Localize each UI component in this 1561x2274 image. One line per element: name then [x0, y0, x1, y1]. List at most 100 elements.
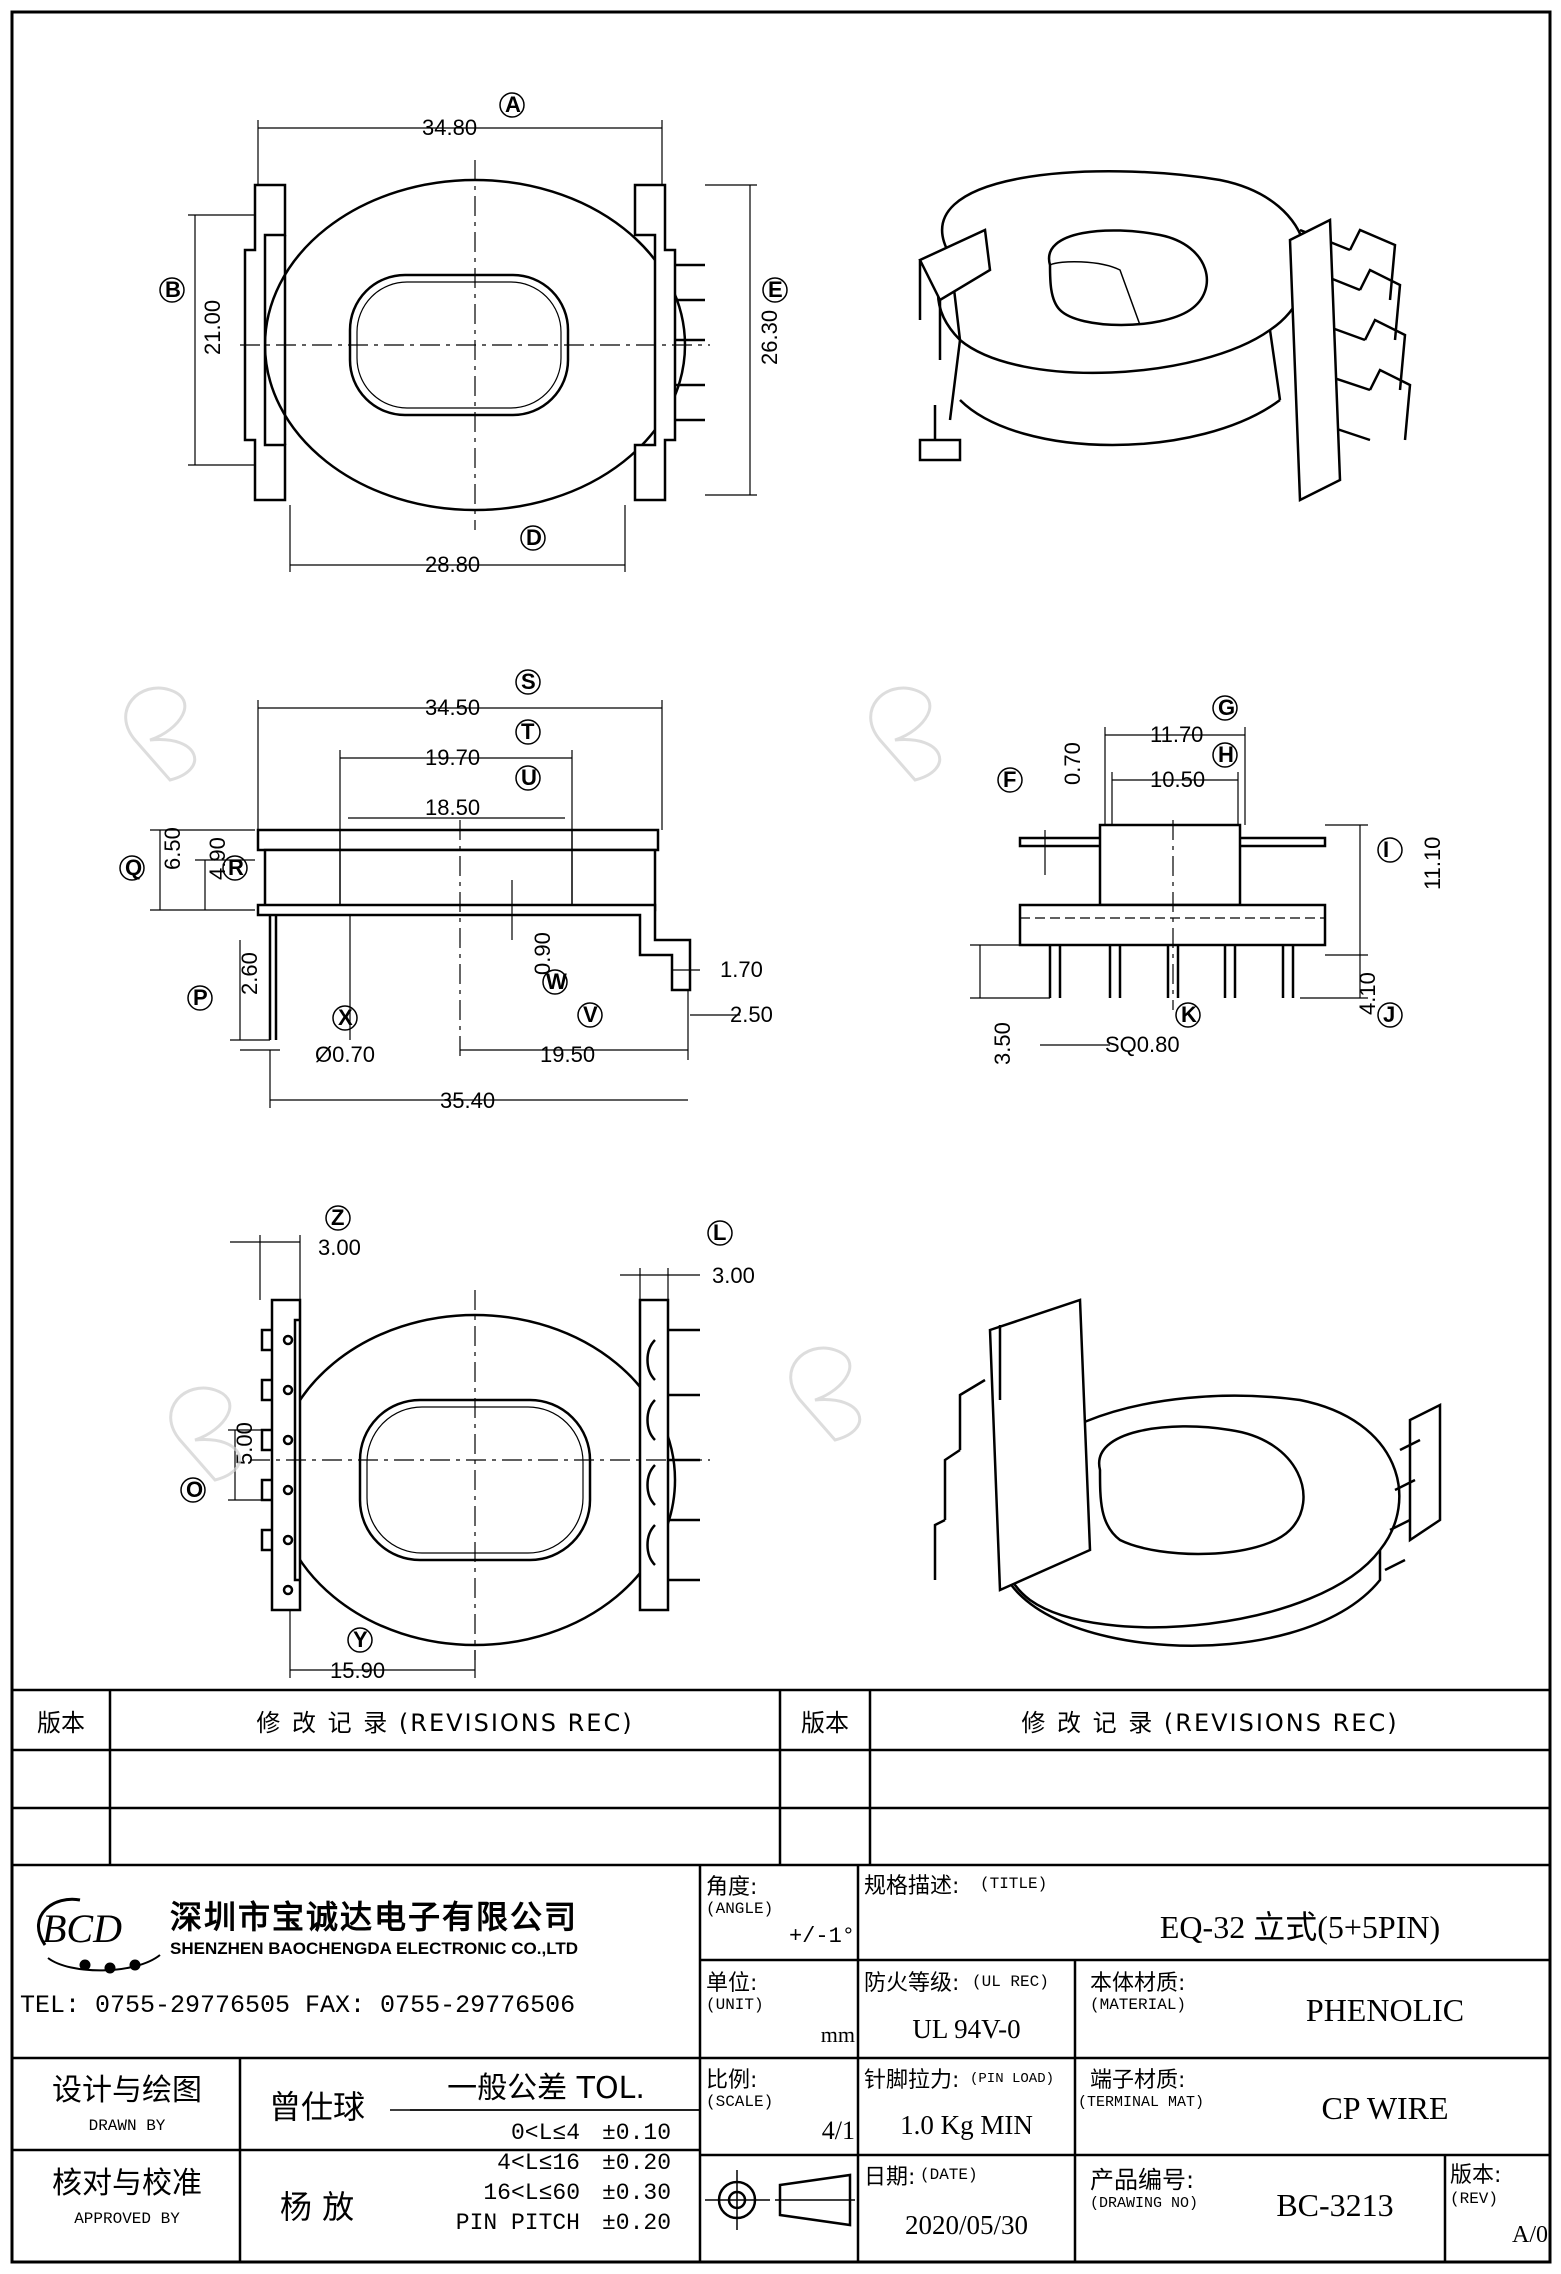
checker-label-en: APPROVED BY: [74, 2210, 180, 2228]
letter-d: D: [526, 525, 542, 550]
company-name-cn: 深圳市宝诚达电子有限公司: [170, 1898, 579, 1936]
date-value: 2020/05/30: [904, 2209, 1028, 2240]
bottom-view: [250, 1290, 710, 1660]
rev-right-head: 版本: [801, 1708, 849, 1737]
tol-row: 4<L≤16±0.20: [395, 2148, 695, 2178]
angle-label: 角度:: [706, 1875, 758, 1900]
scale-label: 比例:: [706, 2068, 758, 2093]
letter-j: J: [1383, 1002, 1395, 1027]
checker-label: 核对与校准: [52, 2166, 202, 2201]
letter-g: G: [1218, 695, 1235, 720]
dim-letter-markers-1: [159, 92, 788, 551]
top-view: [240, 160, 710, 530]
sheet-border: [10, 10, 1552, 2264]
letter-h: H: [1218, 742, 1234, 767]
tol-range: 4<L≤16: [497, 2150, 580, 2176]
tol-row: PIN PITCH ±0.20: [395, 2208, 695, 2238]
designer-name: 曾仕球: [268, 2088, 365, 2126]
iso-view-bottom: [933, 1298, 1442, 1647]
designer-label: 设计与绘图: [52, 2073, 202, 2108]
letter-r: R: [228, 855, 244, 880]
drawno-value: BC-3213: [1276, 2186, 1394, 2223]
front-view-dims: [150, 700, 740, 1108]
letter-t: T: [521, 719, 535, 744]
dim-h-value: 10.50: [1150, 767, 1205, 792]
rev-label-en: (REV): [1450, 2190, 1499, 2208]
dim-l-value: 3.00: [712, 1263, 755, 1288]
letter-e: E: [768, 277, 783, 302]
angle-value: +/-1°: [788, 1923, 855, 1949]
pinload-value: 1.0 Kg MIN: [900, 2109, 1033, 2140]
letter-b: B: [165, 277, 181, 302]
rev-left-title: 修 改 记 录 (REVISIONS REC): [256, 1708, 634, 1737]
dim-t-value: 19.70: [425, 745, 480, 770]
title-label: 规格描述:: [864, 1874, 960, 1899]
title-label-en: (TITLE): [980, 1875, 1048, 1893]
dim-g-value: 11.70: [1150, 722, 1203, 747]
letter-q: Q: [125, 855, 142, 880]
letter-v: V: [583, 1002, 598, 1027]
rev-label: 版本:: [1450, 2163, 1502, 2188]
title-value: EQ-32 立式(5+5PIN): [1159, 1909, 1441, 1945]
dim-pinlen-value: 1.70: [720, 957, 763, 982]
rev-value: A/0: [1512, 2221, 1548, 2248]
dim-u-value: 18.50: [425, 795, 480, 820]
dim-a-value: 34.80: [422, 115, 477, 140]
letter-f: F: [1003, 767, 1016, 792]
unit-label-en: (UNIT): [706, 1996, 764, 2014]
dim-q-value: 6.50: [160, 827, 185, 870]
dim-e-value: 26.30: [757, 310, 782, 365]
side-view: [1018, 820, 1327, 1010]
terminal-value: CP WIRE: [1321, 2089, 1449, 2126]
dim-letter-markers-3: [997, 695, 1403, 1028]
dim-j-value: 4.10: [1355, 972, 1380, 1015]
side-view-dims: [970, 727, 1368, 1046]
dim-o-value: 5.00: [232, 1422, 257, 1465]
letter-a: A: [505, 92, 521, 117]
dim-v-value: 19.50: [540, 1042, 595, 1067]
date-label-en: (DATE): [920, 2166, 978, 2184]
ul-label-en: (UL REC): [972, 1973, 1049, 1991]
tol-value: ±0.20: [602, 2210, 672, 2236]
designer-label-en: DRAWN BY: [88, 2117, 166, 2135]
dim-pinoff-value: 2.50: [730, 1002, 773, 1027]
letter-x: X: [338, 1005, 353, 1030]
letter-s: S: [521, 669, 536, 694]
company-logo: [37, 1897, 161, 1974]
company-contact: TEL: 0755-29776505 FAX: 0755-29776506: [20, 1990, 576, 2020]
bottom-view-dims: [228, 1235, 700, 1678]
letter-w: W: [546, 969, 567, 994]
rev-right-title: 修 改 记 录 (REVISIONS REC): [1021, 1708, 1399, 1737]
dim-d-value: 28.80: [425, 552, 480, 577]
tol-range: PIN PITCH: [455, 2210, 580, 2236]
dim-k-value: SQ0.80: [1105, 1032, 1180, 1057]
tol-table: 0<L≤4±0.10 4<L≤16±0.20 16<L≤60±0.30 PIN …: [395, 2118, 695, 2238]
dim-letter-markers-2: [119, 669, 603, 1031]
logo-text: BCD: [42, 1906, 122, 1951]
material-value: PHENOLIC: [1305, 1991, 1465, 2028]
title-block-grid: [12, 1688, 1550, 2262]
dim-letter-markers-4: [180, 1205, 733, 1653]
scale-label-en: (SCALE): [706, 2093, 774, 2111]
dim-b-value: 21.00: [200, 300, 225, 355]
projection-symbol: [705, 2170, 855, 2230]
tol-row: 16<L≤60±0.30: [395, 2178, 695, 2208]
tol-row: 0<L≤4±0.10: [395, 2118, 695, 2148]
date-label: 日期:: [864, 2165, 916, 2190]
dim-y-value: 15.90: [330, 1658, 385, 1683]
pinload-label-en: (PIN LOAD): [970, 2071, 1055, 2087]
letter-p: P: [193, 985, 208, 1010]
letter-o: O: [186, 1477, 203, 1502]
dim-lead-value: 3.50: [990, 1022, 1015, 1065]
letter-y: Y: [353, 1627, 368, 1652]
top-view-dims: [188, 120, 757, 572]
tol-value: ±0.10: [602, 2120, 672, 2146]
dim-s-value: 34.50: [425, 695, 480, 720]
letter-z: Z: [331, 1205, 344, 1230]
scale-value: 4/1: [821, 2116, 855, 2145]
drawno-label-en: (DRAWING NO): [1090, 2194, 1199, 2212]
tol-value: ±0.30: [602, 2180, 672, 2206]
ul-label: 防火等级:: [864, 1971, 960, 1996]
material-label-en: (MATERIAL): [1090, 1996, 1187, 2014]
